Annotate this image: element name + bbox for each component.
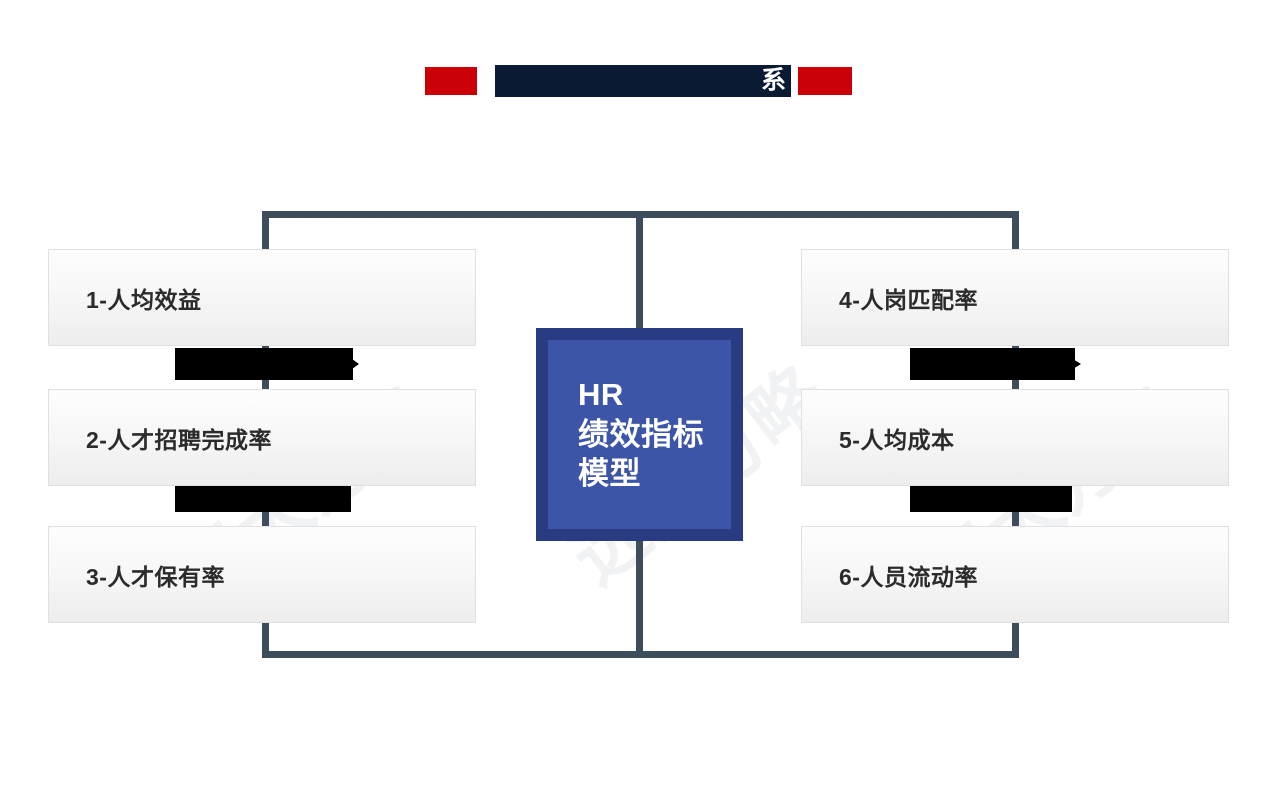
center-line-2: 绩效指标 [578,416,704,452]
title-text: 系 [760,66,787,95]
redaction-bar-right-1 [910,348,1075,380]
indicator-box-4[interactable]: 4-人岗匹配率 [801,249,1229,346]
redaction-bar-left-1 [175,348,353,380]
indicator-label: 2-人才招聘完成率 [86,426,272,453]
indicator-box-2[interactable]: 2-人才招聘完成率 [48,389,476,486]
connector-center-bottom [636,540,643,658]
redaction-bar-right-2 [910,486,1072,512]
center-model-box[interactable]: HR 绩效指标 模型 [536,328,743,541]
redaction-bar-left-2 [175,486,351,512]
indicator-label: 4-人岗匹配率 [839,286,978,313]
connector-center-top [636,211,643,331]
center-line-3: 模型 [578,456,641,492]
indicator-box-5[interactable]: 5-人均成本 [801,389,1229,486]
indicator-label: 1-人均效益 [86,286,202,313]
slide-title: 系 [425,65,855,98]
indicator-label: 6-人员流动率 [839,563,978,590]
title-accent-left [425,67,477,95]
indicator-box-1[interactable]: 1-人均效益 [48,249,476,346]
indicator-label: 5-人均成本 [839,426,955,453]
title-redaction-bar: 系 [495,65,791,97]
center-line-1: HR [578,376,624,412]
indicator-box-3[interactable]: 3-人才保有率 [48,526,476,623]
title-accent-right [798,67,852,95]
indicator-label: 3-人才保有率 [86,563,225,590]
indicator-box-6[interactable]: 6-人员流动率 [801,526,1229,623]
